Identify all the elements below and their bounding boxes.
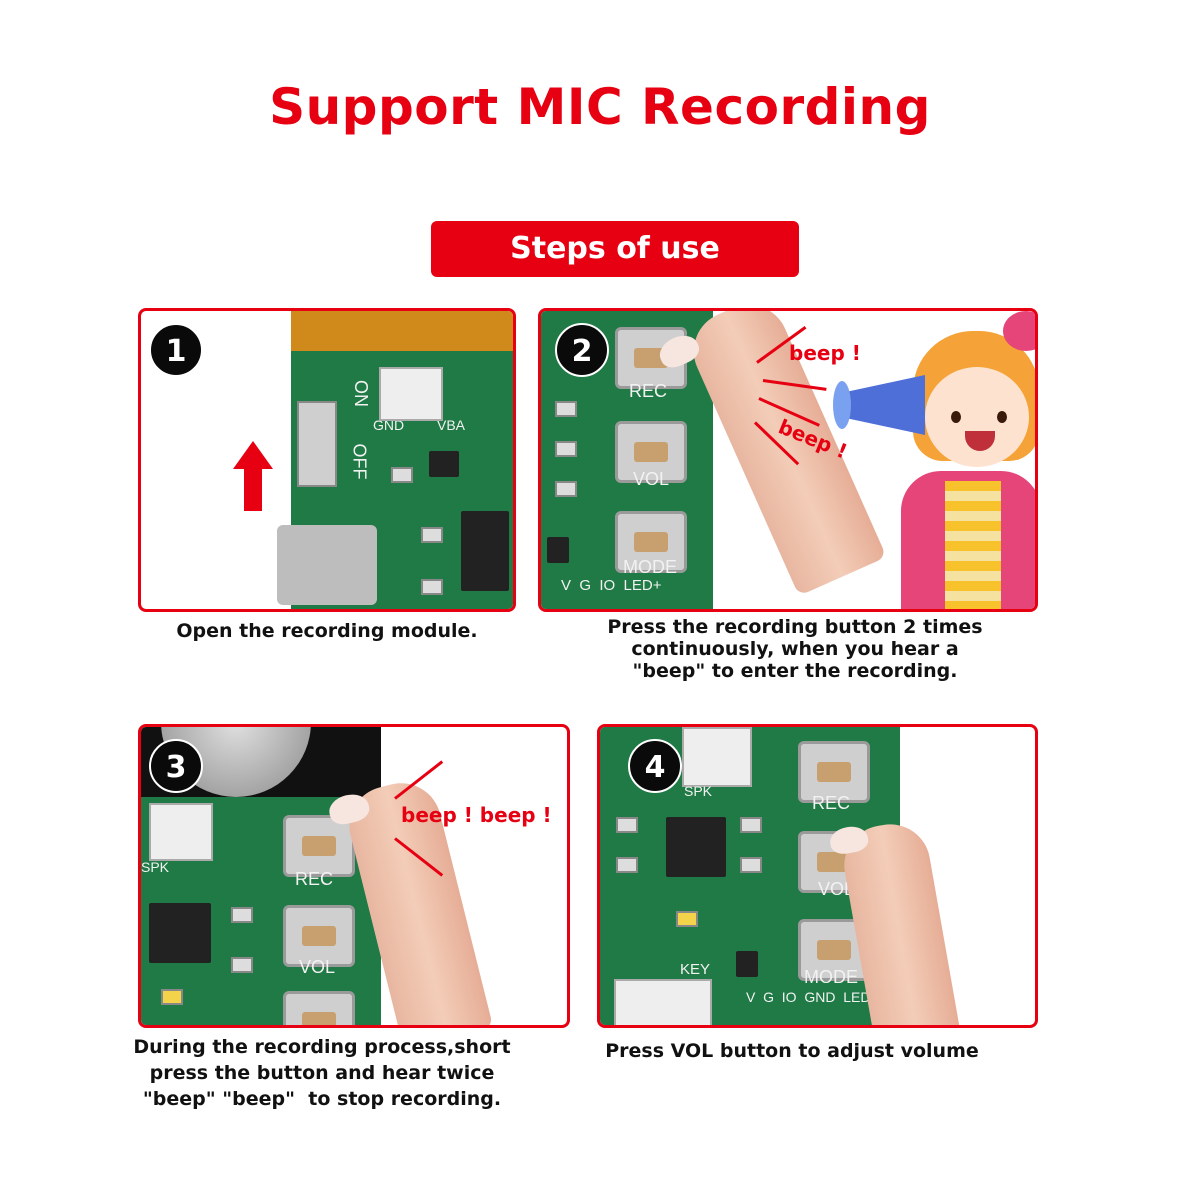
transistor <box>429 451 459 477</box>
smd-component <box>231 957 253 973</box>
step-number-badge: 2 <box>555 323 609 377</box>
girl-bow <box>1003 311 1035 351</box>
step-2-caption: Press the recording button 2 times conti… <box>580 616 1010 682</box>
silk-pins: V G IO GND LED+ <box>746 989 879 1005</box>
step-4-caption: Press VOL button to adjust volume <box>605 1040 979 1062</box>
smd-component <box>555 441 577 457</box>
silk-vol: VOL <box>818 879 855 899</box>
battery <box>291 311 513 351</box>
led <box>161 989 183 1005</box>
key-connector <box>614 979 712 1025</box>
rec-button <box>798 741 870 803</box>
silk-vbat: VBA <box>437 417 466 433</box>
transistor <box>547 537 569 563</box>
step-2-panel: 2 REC VOL MODE V G IO LED+ beep ! beep ! <box>538 308 1038 612</box>
silk-spk: SPK <box>141 859 170 875</box>
girl-mouth <box>965 431 995 451</box>
step-3-panel: 3 SPK REC VOL beep ! beep ! <box>138 724 570 1028</box>
silk-vol: VOL <box>633 469 670 489</box>
smd-component <box>421 579 443 595</box>
step-4-panel: 4 SPK REC VOL MODE KEY V G IO GND LED+ <box>597 724 1038 1028</box>
silk-mode: MODE <box>804 967 858 987</box>
girl-eye <box>951 411 961 423</box>
caption-line: "beep" to enter the recording. <box>632 660 958 682</box>
vol-button <box>615 421 687 483</box>
vol-button <box>283 905 355 967</box>
smd-component <box>231 907 253 923</box>
step-number-badge: 3 <box>149 739 203 793</box>
arrow-stem <box>244 467 262 511</box>
step-1-panel: 1 ON OFF GND VBA <box>138 308 516 612</box>
silk-mode: MODE <box>623 557 677 577</box>
battery-connector <box>379 367 443 421</box>
silk-rec: REC <box>812 793 851 813</box>
spk-connector <box>682 727 752 787</box>
smd-component <box>616 857 638 873</box>
beep-text: beep ! <box>789 341 861 365</box>
smd-component <box>391 467 413 483</box>
step-number-badge: 1 <box>149 323 203 377</box>
girl-eye <box>997 411 1007 423</box>
ic-chip <box>666 817 726 877</box>
usb-c-port <box>277 525 377 605</box>
megaphone-mouth <box>833 381 851 429</box>
silk-rec: REC <box>629 381 668 401</box>
megaphone-icon <box>841 375 925 435</box>
caption-line: continuously, when you hear a <box>631 638 959 660</box>
smd-component <box>740 817 762 833</box>
arrow-up-icon <box>233 441 273 469</box>
mode-button <box>283 991 355 1025</box>
smd-component <box>740 857 762 873</box>
silk-rec: REC <box>295 869 334 889</box>
silk-vol: VOL <box>299 957 336 977</box>
power-switch <box>297 401 337 487</box>
silk-gnd: GND <box>373 417 405 433</box>
steps-banner: Steps of use <box>431 221 799 277</box>
silk-key: KEY <box>680 961 711 978</box>
caption-line: "beep" "beep" to stop recording. <box>142 1088 502 1110</box>
step-number-badge: 4 <box>628 739 682 793</box>
girl-shirt <box>945 481 1001 609</box>
smd-component <box>616 817 638 833</box>
led <box>676 911 698 927</box>
caption-line: During the recording process,short <box>133 1036 511 1058</box>
smd-component <box>421 527 443 543</box>
caption-line: Press the recording button 2 times <box>607 616 983 638</box>
girl-face <box>925 367 1029 467</box>
mode-button <box>615 511 687 573</box>
spk-connector <box>149 803 213 861</box>
transistor <box>736 951 758 977</box>
silk-off: OFF <box>349 443 370 480</box>
beep-text: beep ! beep ! <box>401 803 552 827</box>
silk-pins: V G IO LED+ <box>561 577 662 594</box>
step-3-caption: During the recording process,short press… <box>120 1036 524 1110</box>
silk-spk: SPK <box>684 783 713 799</box>
page-title: Support MIC Recording <box>269 78 931 136</box>
silk-on: ON <box>351 380 371 407</box>
step-1-caption: Open the recording module. <box>176 620 478 642</box>
smd-component <box>555 481 577 497</box>
ic-chip <box>461 511 509 591</box>
ic-chip <box>149 903 211 963</box>
smd-component <box>555 401 577 417</box>
caption-line: press the button and hear twice <box>149 1062 495 1084</box>
